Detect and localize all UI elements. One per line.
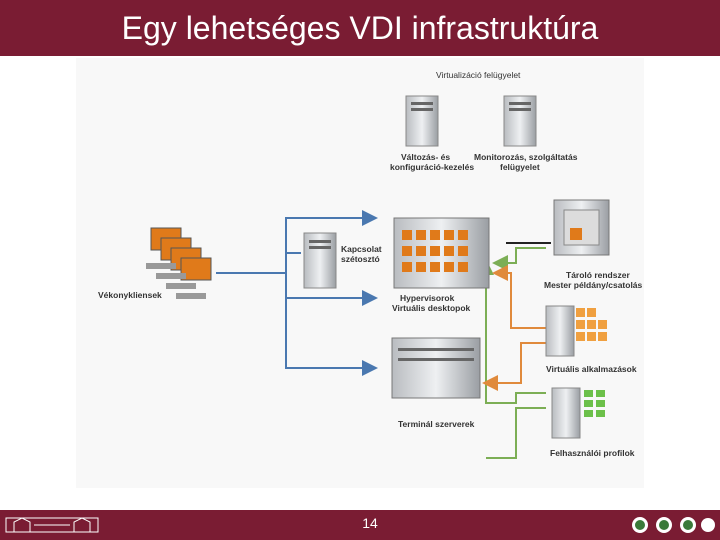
department-icons: [632, 517, 715, 533]
university-logo: [5, 517, 99, 533]
label-virtual-apps: Virtuális alkalmazások: [546, 364, 637, 374]
label-change-config-1: Változás- és: [401, 152, 451, 162]
label-storage-2: Mester példány/csatolás: [544, 280, 643, 290]
orange-arrows: [482, 265, 546, 391]
label-monitoring-1: Monitorozás, szolgáltatás: [474, 152, 578, 162]
virtual-apps-icon: [545, 305, 607, 357]
monitoring-server-icon: [503, 95, 537, 147]
label-change-config-2: konfiguráció-kezelés: [390, 162, 475, 172]
label-virtualization-monitoring: Virtualizáció felügyelet: [436, 70, 521, 80]
blue-connection-arrows: [216, 210, 378, 376]
label-thin-clients: Vékonykliensek: [98, 290, 162, 300]
terminal-servers-icon: [391, 337, 481, 399]
label-monitoring-2: felügyelet: [500, 162, 540, 172]
footer-bar: [0, 510, 720, 540]
label-hypervisors-1: Hypervisorok: [400, 293, 455, 303]
label-user-profiles: Felhasználói profilok: [550, 448, 635, 458]
label-connection-broker-1: Kapcsolat: [341, 244, 382, 254]
label-hypervisors-2: Virtuális desktopok: [392, 303, 471, 313]
page-number: 14: [362, 515, 378, 531]
label-storage-1: Tároló rendszer: [566, 270, 630, 280]
storage-system-icon: [553, 199, 610, 256]
label-connection-broker-2: szétosztó: [341, 254, 380, 264]
thin-client-icons: [146, 227, 212, 299]
slide-title: Egy lehetséges VDI infrastruktúra: [121, 10, 599, 46]
connection-broker-icon: [303, 232, 337, 289]
user-profiles-icon: [551, 387, 605, 439]
hypervisor-cluster-icon: [393, 217, 490, 289]
title-bar: [0, 0, 720, 56]
management-server-icon: [405, 95, 439, 147]
label-terminal-servers: Terminál szerverek: [398, 419, 475, 429]
vdi-diagram: Virtualizáció felügyelet Változás- és ko…: [76, 58, 644, 488]
diagram-canvas: [76, 58, 644, 488]
